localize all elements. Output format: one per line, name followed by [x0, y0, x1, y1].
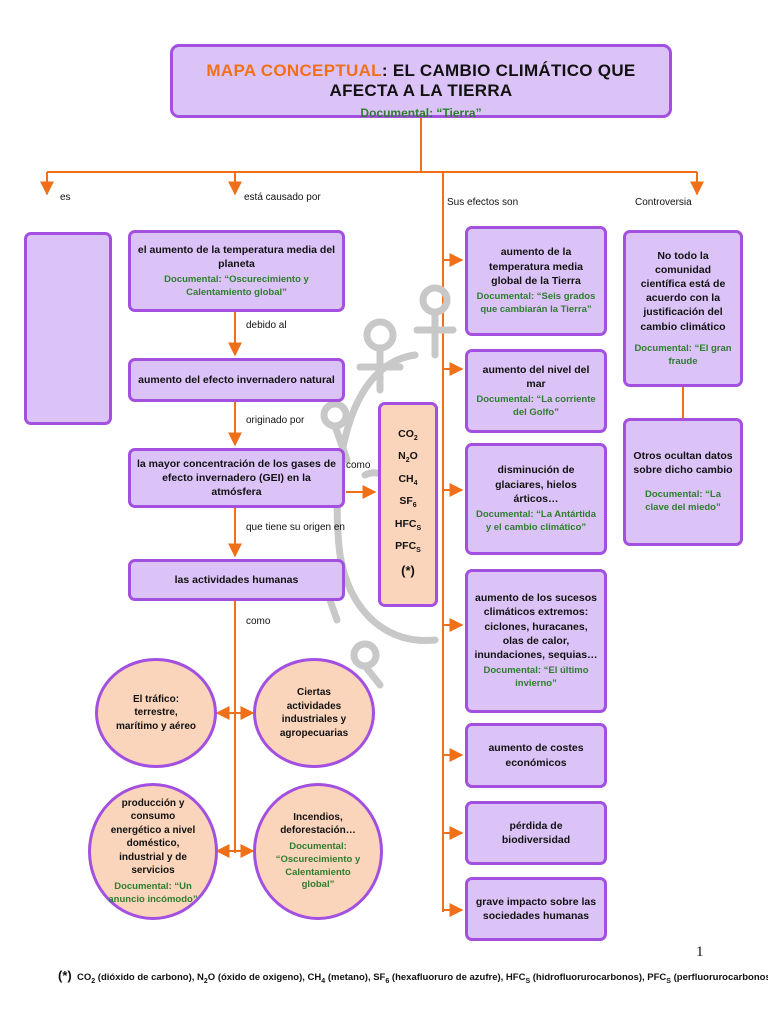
activity-incendios-doc: Documental: “Oscurecimiento y Calentamie…	[275, 840, 361, 891]
effect-glaciers: disminución de glaciares, hielos árticos…	[465, 443, 607, 555]
label-origen: que tiene su origen en	[246, 522, 345, 533]
controversy-2-doc: Documental: “La clave del miedo”	[644, 489, 721, 514]
label-es: es	[60, 192, 71, 203]
activity-industriales: Ciertas actividades industriales y agrop…	[253, 658, 375, 768]
activity-trafico: El tráfico: terrestre, marítimo y aéreo	[95, 658, 217, 768]
page-number: 1	[696, 944, 704, 960]
cause-temperature-doc: Documental: “Oscurecimiento y Calentamie…	[164, 273, 309, 298]
label-como-actividades: como	[246, 616, 271, 627]
controversy-1-doc: Documental: “El gran fraude	[634, 342, 732, 367]
label-efectos: Sus efectos son	[447, 197, 519, 208]
label-causado: está causado por	[244, 192, 321, 203]
gas-star: (*)	[401, 563, 415, 579]
label-originado: originado por	[246, 415, 305, 426]
title-documental: Documental: “Tierra”	[360, 106, 482, 120]
cause-gei: la mayor concentración de los gases de e…	[128, 448, 345, 508]
gas-pfc: PFCS	[395, 540, 421, 555]
title-box: MAPA CONCEPTUAL: EL CAMBIO CLIMÁTICO QUE…	[170, 44, 672, 120]
definition-box-empty	[24, 232, 112, 425]
effect-extreme-events: aumento de los sucesos climáticos extrem…	[465, 569, 607, 713]
label-controversia: Controversia	[635, 197, 692, 208]
gas-hfc: HFCS	[394, 517, 422, 532]
effect-biodiversity: pérdida de biodiversidad	[465, 801, 607, 865]
effect-temperature-doc: Documental: “Seis grados que cambiarán l…	[476, 290, 596, 315]
effect-sea-level: aumento del nivel del mar Documental: “L…	[465, 349, 607, 433]
gas-co2: CO2	[398, 427, 418, 442]
cause-temperature: el aumento de la temperatura media del p…	[128, 230, 345, 312]
effect-extreme-events-doc: Documental: “El último invierno”	[483, 665, 589, 689]
label-como-gases: como	[346, 460, 371, 471]
effect-temperature: aumento de la temperatura media global d…	[465, 226, 607, 336]
gas-sf6: SF6	[399, 495, 417, 510]
cause-human-activities: las actividades humanas	[128, 559, 345, 601]
effect-societies: grave impacto sobre las sociedades human…	[465, 877, 607, 941]
effect-glaciers-doc: Documental: “La Antártida y el cambio cl…	[476, 508, 596, 533]
gas-ch4: CH4	[398, 472, 418, 487]
activity-incendios: Incendios, deforestación… Documental: “O…	[253, 783, 383, 920]
activity-produccion: producción y consumo energético a nivel …	[88, 783, 218, 920]
cause-greenhouse-effect: aumento del efecto invernadero natural	[128, 358, 345, 402]
gases-box: CO2 N2O CH4 SF6 HFCS PFCS (*)	[378, 402, 438, 607]
activity-produccion-doc: Documental: “Un anuncio incómodo”	[108, 880, 198, 905]
effect-sea-level-doc: Documental: “La corriente del Golfo”	[476, 393, 596, 418]
gas-n2o: N2O	[398, 450, 418, 465]
label-debido: debido al	[246, 320, 287, 331]
page-title: MAPA CONCEPTUAL: EL CAMBIO CLIMÁTICO QUE…	[206, 61, 636, 100]
effect-costs: aumento de costes económicos	[465, 723, 607, 788]
controversy-2: Otros ocultan datos sobre dicho cambio D…	[623, 418, 743, 546]
controversy-1: No todo la comunidad científica está de …	[623, 230, 743, 387]
footnote: (*) CO2 (dióxido de carbono), N2O (óxido…	[58, 968, 768, 985]
